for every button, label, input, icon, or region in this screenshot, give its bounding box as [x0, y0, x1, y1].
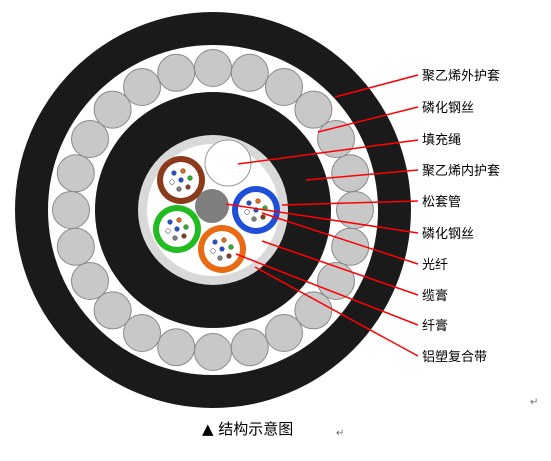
leader-fiber: [261, 212, 419, 265]
leader-inner-sheath: [305, 169, 419, 181]
label-cable-compound: 缆膏: [422, 288, 448, 304]
optical-fiber: [165, 228, 171, 234]
leader-outer-sheath: [334, 74, 419, 98]
optical-fiber: [255, 198, 261, 204]
optical-fiber: [228, 244, 234, 250]
leader-lines: [225, 74, 419, 357]
optical-fiber: [183, 224, 189, 230]
figure-caption: ▲ 结构示意图: [202, 420, 293, 438]
armor-wire: [56, 154, 95, 193]
loose-tube-orange: [198, 225, 246, 273]
optical-fiber: [180, 168, 186, 174]
leader-armor-wire: [317, 106, 419, 133]
armor-wire: [93, 90, 132, 129]
leader-cable-compound: [261, 240, 419, 296]
loose-tube-brown: [157, 156, 205, 204]
caption-return-mark: ↵: [336, 428, 344, 439]
armor-wires: [52, 49, 374, 371]
central-steel-wire: [195, 189, 229, 223]
label-al-tape: 铝塑复合带: [422, 350, 487, 365]
armor-wire: [294, 90, 333, 129]
leader-loose-tube: [281, 200, 419, 206]
armor-wire: [93, 291, 132, 330]
leader-fiber-gel: [235, 253, 419, 326]
optical-fiber: [171, 170, 177, 176]
optical-fiber: [246, 200, 252, 206]
label-outer-sheath: 聚乙烯外护套: [422, 68, 500, 84]
label-armor-wire: 磷化钢丝: [422, 101, 474, 116]
optical-fiber: [226, 253, 232, 259]
leader-al-tape: [254, 266, 419, 357]
armor-wire: [230, 328, 269, 367]
armor-wire: [123, 68, 161, 106]
label-fiber: 光纤: [422, 258, 448, 273]
optical-fiber: [176, 217, 182, 223]
armor-wire: [71, 120, 109, 158]
optical-fiber: [181, 233, 187, 239]
optical-fiber: [217, 255, 223, 261]
optical-fiber: [251, 216, 257, 222]
armor-wire: [52, 191, 90, 229]
armor-wire: [194, 333, 232, 371]
armor-wire: [265, 68, 303, 106]
optical-fiber: [169, 179, 175, 185]
leader-filler-rope: [237, 139, 419, 165]
optical-fiber: [212, 239, 218, 245]
armor-wire: [230, 53, 269, 92]
armor-wire: [331, 154, 370, 193]
optical-fiber: [219, 246, 225, 252]
label-inner-sheath: 聚乙烯内护套: [422, 163, 500, 179]
optical-fiber: [167, 219, 173, 225]
label-filler-rope: 填充绳: [422, 132, 461, 148]
armor-wire: [157, 53, 196, 92]
armor-wire: [157, 328, 196, 367]
optical-fiber: [260, 214, 266, 220]
label-fiber-gel: 纤膏: [422, 318, 448, 334]
label-central-wire: 磷化钢丝: [422, 227, 474, 242]
armor-wire: [194, 49, 232, 87]
optical-fiber: [172, 235, 178, 241]
return-mark: ↵: [530, 397, 538, 408]
label-loose-tube: 松套管: [422, 194, 461, 210]
optical-fiber: [244, 209, 250, 215]
optical-fiber: [178, 177, 184, 183]
leader-central-wire: [225, 203, 419, 234]
optical-fiber: [185, 184, 191, 190]
armor-wire: [294, 291, 333, 330]
armor-wire: [331, 227, 370, 266]
loose-tube-blue: [232, 186, 280, 234]
optical-fiber: [210, 248, 216, 254]
armor-wire: [265, 314, 303, 352]
armor-wire: [56, 227, 95, 266]
optical-fiber: [221, 237, 227, 243]
armor-wire: [317, 262, 355, 300]
loose-tube-green: [153, 205, 201, 253]
armor-wire: [71, 262, 109, 300]
optical-fiber: [174, 226, 180, 232]
optical-fiber: [176, 186, 182, 192]
optical-fiber: [187, 175, 193, 181]
armor-wire: [123, 314, 161, 352]
